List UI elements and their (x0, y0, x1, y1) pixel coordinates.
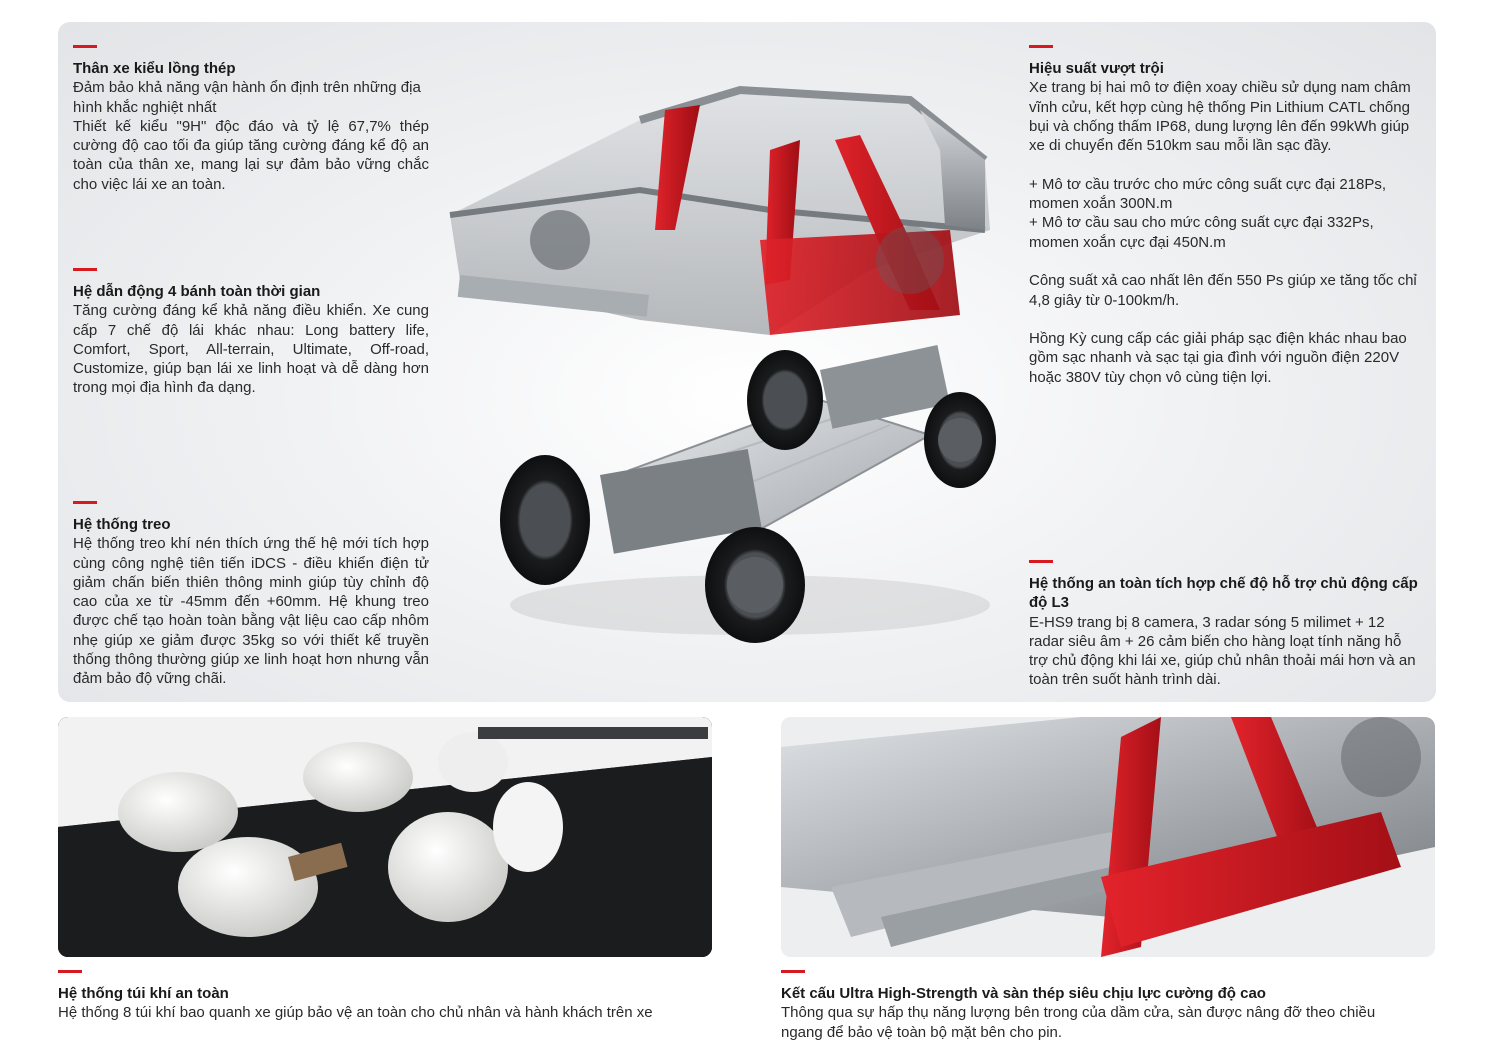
airbags-interior-image (58, 717, 712, 957)
section-body-frame: Thân xe kiểu lồng thép Đảm bảo khả năng … (73, 45, 429, 194)
accent-bar (781, 970, 805, 973)
section-structure: Kết cấu Ultra High-Strength và sàn thép … (781, 970, 1421, 1042)
performance-title: Hiệu suất vượt trội (1029, 60, 1164, 77)
suspension-text: Hệ thống treo khí nén thích ứng thế hệ m… (73, 535, 429, 688)
car-body-frame-image (449, 85, 990, 335)
awd-title: Hệ dẫn động 4 bánh toàn thời gian (73, 283, 321, 300)
structure-title: Kết cấu Ultra High-Strength và sàn thép … (781, 985, 1266, 1002)
body-frame-line-1: Đảm bảo khả năng vận hành ổn định trên n… (73, 79, 421, 116)
accent-bar (1029, 560, 1053, 563)
body-frame-title: Thân xe kiểu lồng thép (73, 60, 236, 77)
section-suspension: Hệ thống treo Hệ thống treo khí nén thíc… (73, 501, 429, 689)
performance-intro: Xe trang bị hai mô tơ điện xoay chiều sử… (1029, 79, 1411, 155)
awd-text: Tăng cường đáng kể khả năng điều khiển. … (73, 302, 429, 397)
suspension-title: Hệ thống treo (73, 516, 171, 533)
structure-text: Thông qua sự hấp thụ năng lượng bên tron… (781, 1004, 1376, 1041)
performance-charging: Hồng Kỳ cung cấp các giải pháp sạc điện … (1029, 330, 1407, 386)
body-frame-line-2: Thiết kế kiểu "9H" độc đáo và tỷ lệ 67,7… (73, 117, 429, 193)
accent-bar (73, 45, 97, 48)
performance-acceleration: Công suất xả cao nhất lên đến 550 Ps giú… (1029, 272, 1417, 309)
section-performance: Hiệu suất vượt trội Xe trang bị hai mô t… (1029, 45, 1421, 387)
accent-bar (73, 501, 97, 504)
airbags-text: Hệ thống 8 túi khí bao quanh xe giúp bảo… (58, 1004, 653, 1022)
section-adas: Hệ thống an toàn tích hợp chế độ hỗ trợ … (1029, 560, 1421, 690)
adas-title: Hệ thống an toàn tích hợp chế độ hỗ trợ … (1029, 575, 1418, 612)
accent-bar (58, 970, 82, 973)
performance-front-motor: + Mô tơ cầu trước cho mức công suất cực … (1029, 175, 1387, 213)
adas-text: E-HS9 trang bị 8 camera, 3 radar sóng 5 … (1029, 613, 1416, 689)
side-structure-image (781, 717, 1435, 957)
airbags-title: Hệ thống túi khí an toàn (58, 985, 229, 1002)
chassis-battery-image (500, 345, 996, 643)
section-awd: Hệ dẫn động 4 bánh toàn thời gian Tăng c… (73, 268, 429, 398)
accent-bar (73, 268, 97, 271)
performance-rear-motor: + Mô tơ cầu sau cho mức công suất cực đạ… (1029, 214, 1374, 251)
section-airbags: Hệ thống túi khí an toàn Hệ thống 8 túi … (58, 970, 712, 1023)
accent-bar (1029, 45, 1053, 48)
